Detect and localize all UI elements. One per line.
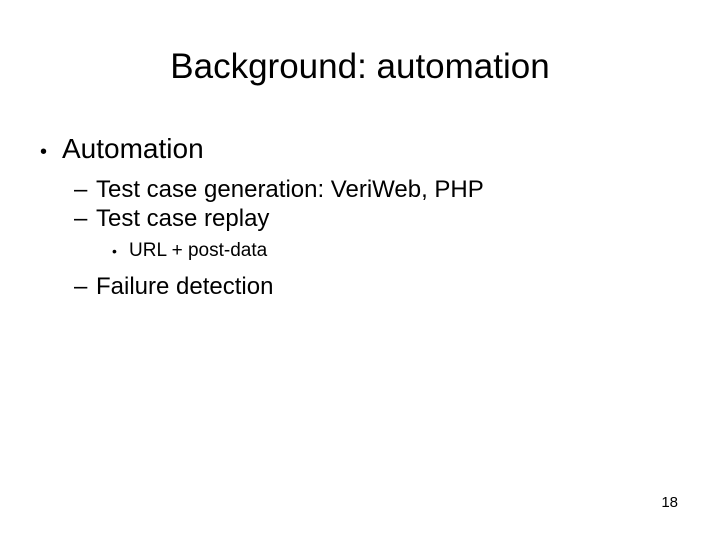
page-title: Background: automation	[170, 47, 550, 86]
bullet-marker-icon: •	[40, 141, 48, 163]
list-item: • Automation	[0, 132, 720, 169]
list-item-label: Failure detection	[96, 273, 274, 300]
list-item: – Test case replay	[0, 204, 720, 233]
spacer	[0, 263, 720, 272]
slide-number: 18	[661, 494, 678, 511]
list-item: • URL + post-data	[0, 239, 720, 263]
list-item-label: URL + post-data	[129, 240, 268, 261]
list-item: – Test case generation: VeriWeb, PHP	[0, 175, 720, 204]
bullet-marker-icon: •	[112, 243, 117, 259]
dash-marker-icon: –	[74, 205, 88, 232]
list-item-label: Test case generation: VeriWeb, PHP	[96, 176, 484, 203]
list-item-label: Test case replay	[96, 205, 270, 232]
bullet-list: • Automation – Test case generation: Ver…	[0, 132, 720, 301]
dash-marker-icon: –	[74, 176, 88, 203]
list-item-label: Automation	[62, 133, 204, 164]
dash-marker-icon: –	[74, 273, 88, 300]
list-item: – Failure detection	[0, 272, 720, 301]
